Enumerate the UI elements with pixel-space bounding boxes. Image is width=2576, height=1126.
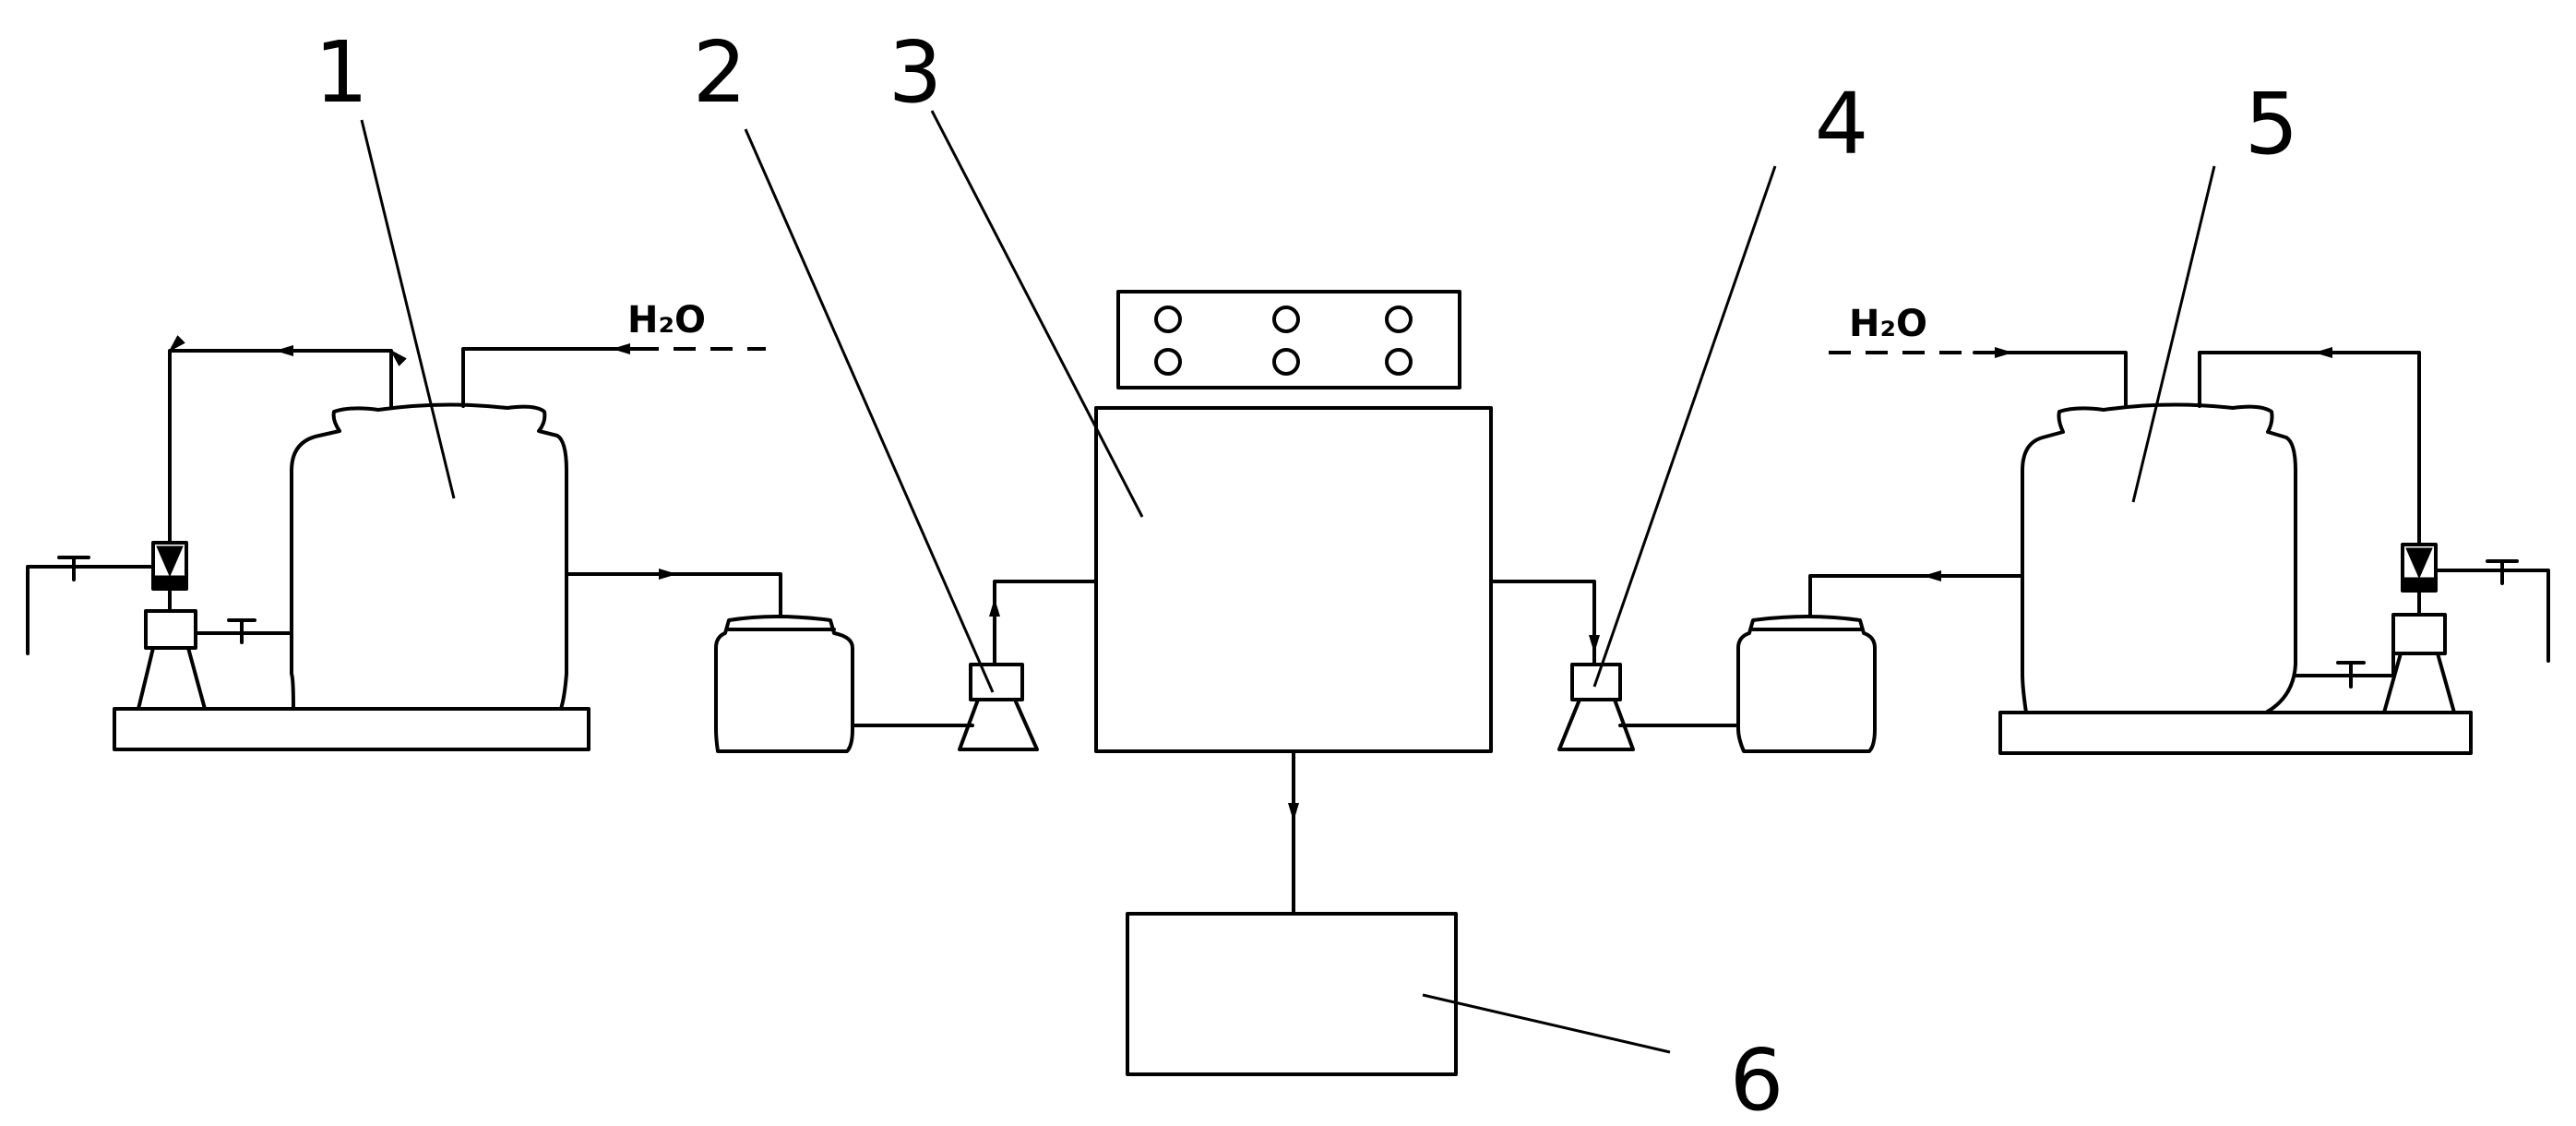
right-small-container <box>1736 615 1877 753</box>
right-water-pipe <box>1991 351 2128 408</box>
right-tank <box>2021 402 2297 714</box>
leader-4 <box>1592 165 1777 688</box>
left-tank <box>290 402 568 711</box>
leader-2 <box>744 128 995 693</box>
right-pump-outlet <box>2294 652 2395 677</box>
right-base-platform <box>1998 711 2473 755</box>
leader-3 <box>930 110 1144 518</box>
label-5: 5 <box>2245 75 2299 174</box>
pump-4-inlet-pipe <box>1489 580 1596 666</box>
pump-2-stand <box>958 698 1039 751</box>
right-h2o-label: H₂O <box>1849 303 1927 345</box>
left-check-valve-bar <box>154 575 185 588</box>
label-2: 2 <box>693 23 747 122</box>
control-knob <box>1154 348 1182 376</box>
central-unit <box>1094 290 1493 916</box>
right-tank-outlet-pipe <box>1808 574 2024 618</box>
left-base-platform <box>113 707 590 751</box>
left-inlet-pipe <box>26 565 155 655</box>
left-h2o-label: H₂O <box>627 299 706 341</box>
left-tank-outlet-pipe <box>565 572 782 618</box>
control-knob <box>1385 305 1413 333</box>
left-pump-box <box>144 609 197 650</box>
pump-4-box <box>1570 663 1622 701</box>
pump-2 <box>958 580 1096 751</box>
right-recirc-pipe <box>2198 351 2421 546</box>
pump-2-outlet-pipe <box>993 580 1096 666</box>
label-1: 1 <box>315 23 369 122</box>
label-6: 6 <box>1730 1031 1784 1126</box>
label-4: 4 <box>1815 75 1869 174</box>
leader-1 <box>360 119 456 499</box>
control-knob <box>1272 348 1300 376</box>
pump-4 <box>1489 580 1740 751</box>
right-check-valve-fill <box>2405 547 2433 580</box>
right-pump-box <box>2391 613 2447 655</box>
leader-lines <box>360 110 2216 1054</box>
left-small-container <box>714 615 854 753</box>
control-panel <box>1116 290 1461 389</box>
left-check-valve-fill <box>156 545 184 578</box>
leader-5 <box>2131 165 2216 503</box>
right-inlet-pipe <box>2434 569 2550 663</box>
label-3: 3 <box>888 23 943 122</box>
leader-6 <box>1422 993 1671 1054</box>
pump-2-box <box>969 663 1024 701</box>
control-knob <box>1272 305 1300 333</box>
collection-box <box>1126 912 1458 1076</box>
right-check-valve-bar <box>2403 577 2435 590</box>
left-recirc-pipe <box>168 335 407 545</box>
right-station: H₂O <box>1736 303 2550 755</box>
left-water-pipe <box>461 347 638 408</box>
control-knob <box>1154 305 1182 333</box>
right-pump-stand <box>2382 652 2456 714</box>
left-station: H₂O <box>26 299 974 753</box>
left-pump-stand <box>137 646 207 711</box>
central-reactor-box <box>1094 406 1493 753</box>
control-knob <box>1385 348 1413 376</box>
